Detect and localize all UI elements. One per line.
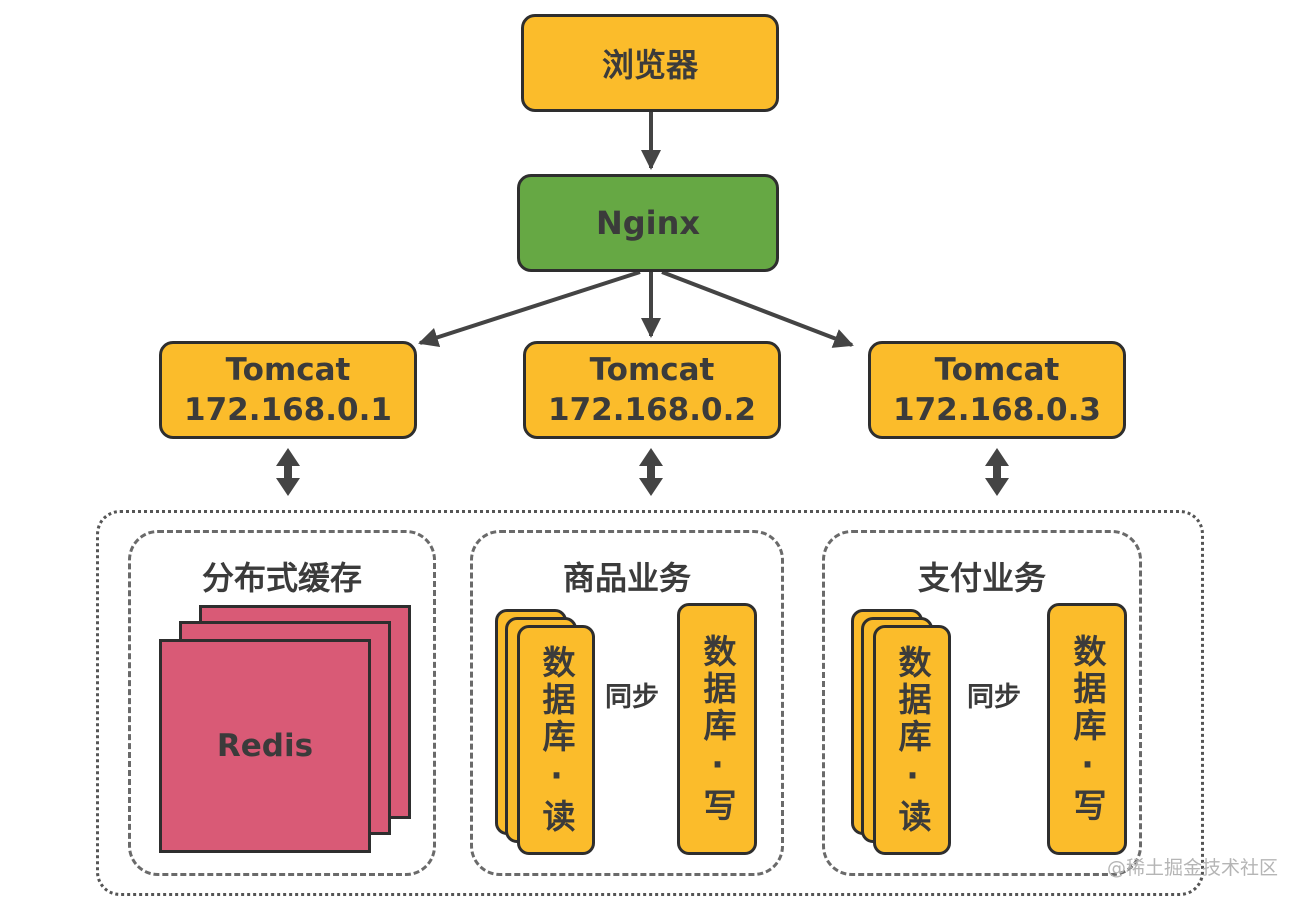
- read-db-label: 数据库·读: [537, 644, 576, 836]
- edge-nginx-tomcat3: [661, 270, 854, 348]
- sync-label: 同步: [605, 682, 659, 713]
- tomcat-node-2: Tomcat 172.168.0.2: [523, 341, 781, 439]
- sync-label: 同步: [967, 682, 1021, 713]
- tomcat-ip: 172.168.0.3: [893, 392, 1101, 428]
- nginx-label: Nginx: [595, 204, 701, 242]
- read-db-front: 数据库·读: [517, 625, 595, 855]
- read-db-front: 数据库·读: [873, 625, 951, 855]
- double-arrow-2: [639, 448, 663, 496]
- goods-service-title: 商品业务: [562, 559, 691, 597]
- goods-service-group: 商品业务 数据库·读 同步 数据库·写: [470, 530, 784, 876]
- cache-group-title: 分布式缓存: [201, 559, 362, 597]
- write-db-label: 数据库·写: [1068, 633, 1107, 825]
- double-arrow-1: [276, 448, 300, 496]
- tomcat-name: Tomcat: [225, 352, 351, 388]
- pay-service-title: 支付业务: [917, 559, 1046, 597]
- read-db-label: 数据库·读: [893, 644, 932, 836]
- redis-label: Redis: [216, 728, 314, 764]
- tomcat-ip: 172.168.0.1: [184, 392, 392, 428]
- redis-card-front: Redis: [159, 639, 371, 853]
- cache-group: 分布式缓存 Redis: [128, 530, 436, 876]
- watermark: @稀土掘金技术社区: [1106, 857, 1278, 879]
- tomcat-ip: 172.168.0.2: [548, 392, 756, 428]
- browser-node: 浏览器: [521, 14, 779, 112]
- browser-label: 浏览器: [601, 46, 698, 84]
- tomcat-name: Tomcat: [589, 352, 715, 388]
- tomcat-node-1: Tomcat 172.168.0.1: [159, 341, 417, 439]
- write-db: 数据库·写: [1047, 603, 1127, 855]
- edge-nginx-tomcat1: [418, 270, 641, 347]
- backend-services-group: [96, 510, 1204, 896]
- tomcat-name: Tomcat: [934, 352, 1060, 388]
- write-db-label: 数据库·写: [698, 633, 737, 825]
- write-db: 数据库·写: [677, 603, 757, 855]
- double-arrow-3: [985, 448, 1009, 496]
- pay-service-group: 支付业务 数据库·读 同步 数据库·写: [822, 530, 1142, 876]
- nginx-node: Nginx: [517, 174, 779, 272]
- tomcat-node-3: Tomcat 172.168.0.3: [868, 341, 1126, 439]
